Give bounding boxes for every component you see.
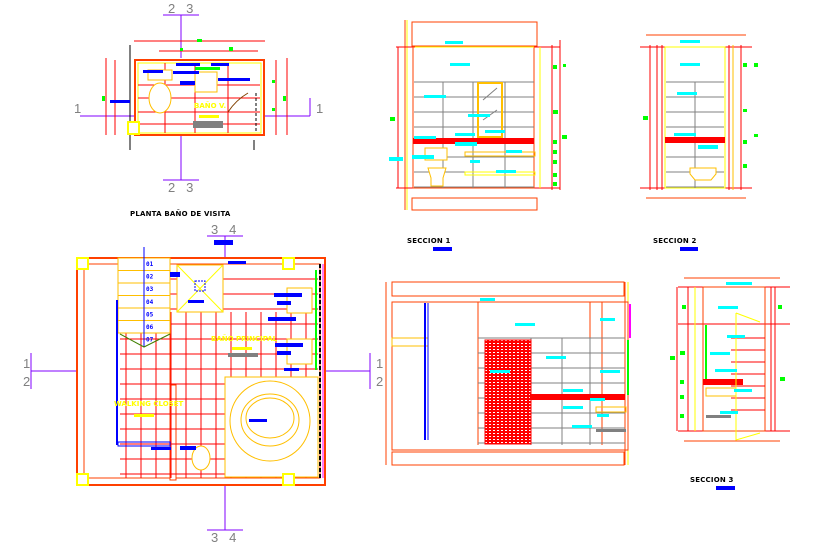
stair-step-label: 01 <box>146 261 154 268</box>
stair-step-label: 06 <box>146 324 154 331</box>
large-plan-walls <box>76 257 326 486</box>
stair-step-label: 03 <box>146 286 154 293</box>
toilet-icon <box>191 445 211 471</box>
room-label-bano-v: BAÑO V. <box>194 101 226 110</box>
section-2-title: SECCION 2 <box>653 237 697 245</box>
plan-bano-principal: 3 4 3 4 1 2 1 2 <box>23 222 383 545</box>
toilet-elevation-icon <box>689 167 717 181</box>
section-1-counter-band <box>413 138 534 144</box>
axis-label-bottom: 3 4 <box>211 530 236 545</box>
room-label-bano-principal: BAÑO PRINCIPAL <box>211 334 278 343</box>
axis-label-right-2: 2 <box>376 374 383 389</box>
brick-hatch-panel <box>484 339 532 445</box>
stair-step-label: 05 <box>146 311 154 318</box>
section-3-room <box>702 286 766 432</box>
axis-label-top: 3 4 <box>211 222 236 237</box>
section-3-title: SECCION 3 <box>690 476 734 484</box>
stair-step-label: 04 <box>146 299 154 306</box>
door-swing-icon <box>227 92 249 113</box>
axis-label-right: 1 <box>316 101 323 116</box>
axis-label-right-1: 1 <box>376 356 383 371</box>
section-2: SECCION 2 <box>640 34 758 251</box>
mirror-icon <box>477 82 503 138</box>
room-label-walking-closet: WALKING CLOSET <box>114 400 183 408</box>
plan-title-bano-visita: PLANTA BAÑO DE VISITA <box>130 209 231 218</box>
sink-icon <box>194 71 218 93</box>
section-1: SECCION 1 <box>389 20 567 251</box>
section-1-title: SECCION 1 <box>407 237 451 245</box>
axis-label-left: 1 <box>74 101 81 116</box>
plan-bano-visita: 2 3 2 3 1 1 <box>74 1 323 218</box>
section-longitudinal <box>385 281 631 466</box>
toilet-icon <box>148 82 172 114</box>
axis-label-bottom: 2 3 <box>168 180 193 195</box>
section-3: SECCION 3 <box>670 277 790 490</box>
stair-step-label: 07 <box>146 337 154 344</box>
axis-label-top: 2 3 <box>168 1 193 16</box>
sink-icon <box>286 287 313 314</box>
bathtub-icon <box>229 380 311 462</box>
axis-label-left-1: 1 <box>23 356 30 371</box>
axis-label-left-2: 2 <box>23 374 30 389</box>
small-plan-walls <box>134 59 265 136</box>
stair-step-label: 02 <box>146 274 154 281</box>
